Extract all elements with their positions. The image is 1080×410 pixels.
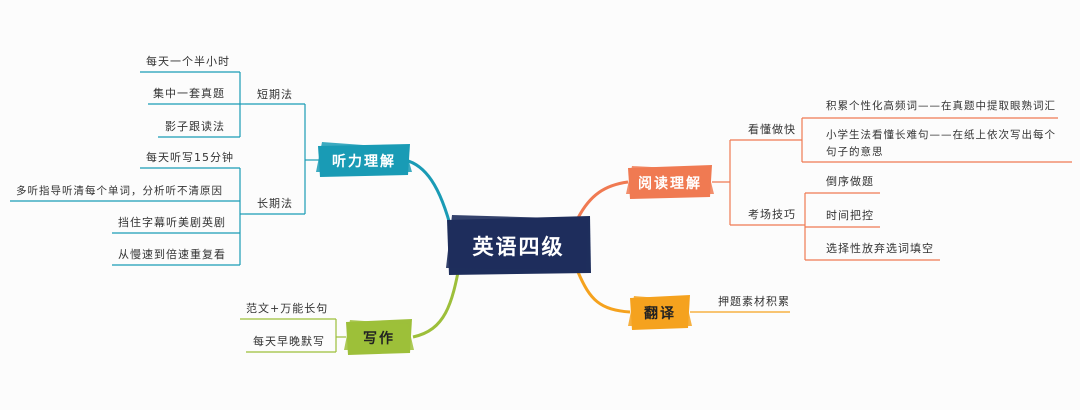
reading-understand: 看懂做快 [748,123,796,136]
leaf-node: 影子跟读法 [165,120,225,133]
leaf-node: 积累个性化高频词——在真题中提取眼熟词汇 [826,100,1056,112]
leaf-node: 从慢速到倍速重复看 [118,248,226,261]
branch-backgrounds [316,142,714,355]
branch-reading: 阅读理解 [638,176,702,192]
branch-listening: 听力理解 [332,154,396,170]
central-topic: 英语四级 [472,235,565,259]
leaf-node: 时间把控 [826,209,874,222]
leaf-node: 范文+万能长句 [246,302,329,315]
leaf-node: 选择性放弃选词填空 [826,242,934,255]
leaf-node: 每天早晚默写 [253,335,325,348]
connector-translation [576,271,631,314]
connector-reading [576,180,629,219]
reading-exam-skills: 考场技巧 [748,208,796,221]
leaf-node: 小学生法看懂长难句——在纸上依次写出每个句子的意思 [826,129,1056,158]
listening-long-term: 长期法 [257,197,293,210]
leaf-node: 倒序做题 [826,175,874,188]
branch-writing: 写作 [363,331,395,347]
leaf-node: 押题素材积累 [718,295,790,308]
leaf-node: 每天一个半小时 [146,55,230,68]
leaf-node: 挡住字幕听美剧英剧 [118,216,226,229]
listening-short-term: 短期法 [257,88,293,101]
branch-translation: 翻译 [644,306,676,322]
leaf-node: 多听指导听清每个单词，分析听不清原因 [16,185,223,197]
connector-writing [412,261,462,339]
leaf-node: 每天听写15分钟 [146,151,234,164]
connector-listening [404,158,454,233]
writing-lines [240,318,346,353]
reading-lines [712,117,1072,261]
listening-lines [10,71,320,266]
leaf-node: 集中一套真题 [153,87,225,100]
